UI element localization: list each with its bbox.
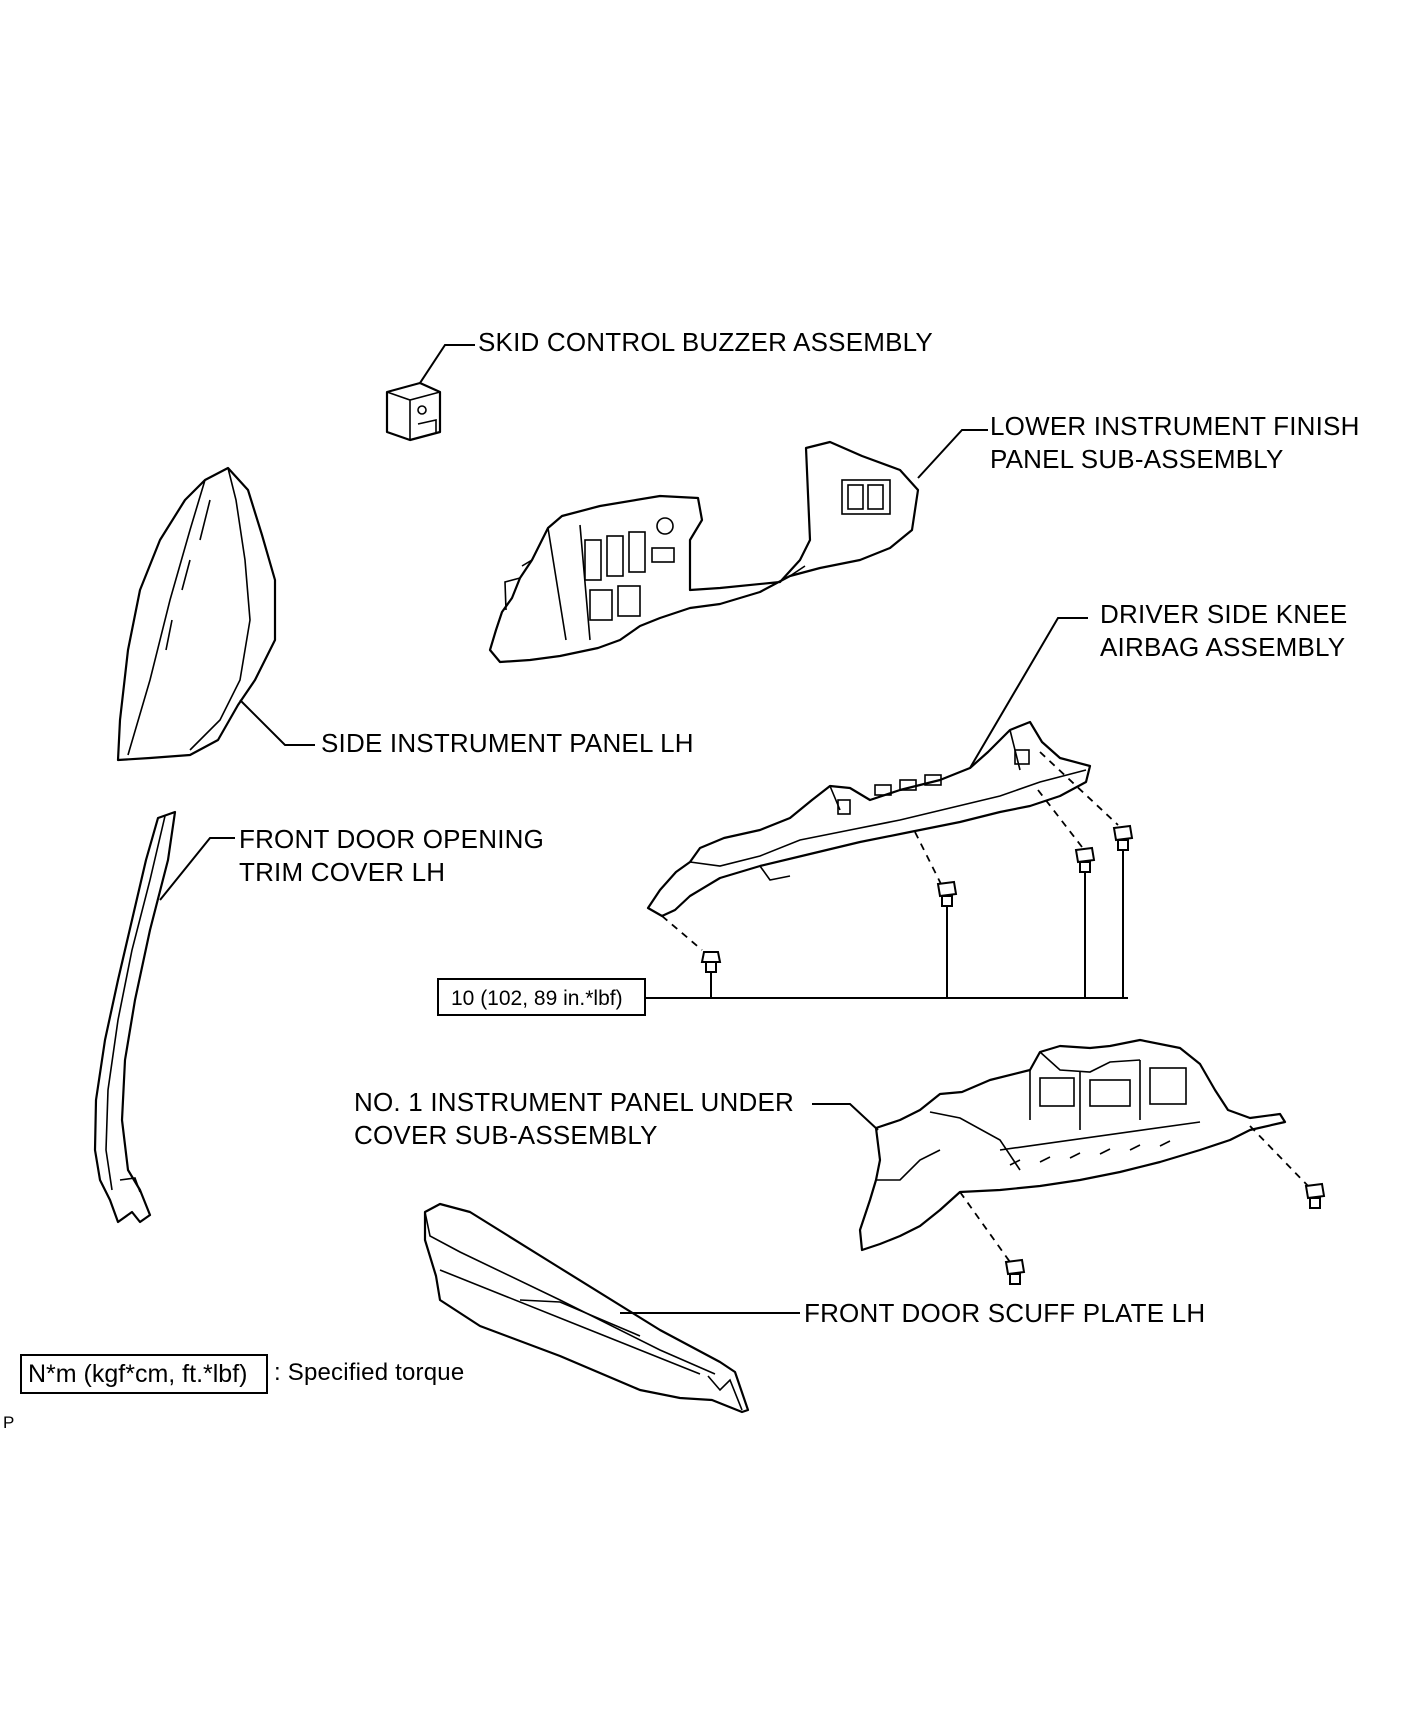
bolt-1 <box>700 951 722 973</box>
label-scuff-plate: FRONT DOOR SCUFF PLATE LH <box>804 1298 1206 1328</box>
torque-value-box: 10 (102, 89 in.*lbf) <box>437 978 646 1016</box>
label-lower-finish-line2: PANEL SUB-ASSEMBLY <box>990 444 1284 474</box>
bolt-6 <box>1004 1258 1026 1285</box>
bolt-2 <box>936 880 958 907</box>
front-door-opening-trim-cover-part <box>93 810 235 1224</box>
label-door-trim-line2: TRIM COVER LH <box>239 857 446 887</box>
label-knee-airbag-line2: AIRBAG ASSEMBLY <box>1100 632 1346 662</box>
torque-legend-box: N*m (kgf*cm, ft.*lbf) <box>20 1354 268 1394</box>
knee-airbag-bolts <box>646 751 1134 999</box>
label-under-cover-line1: NO. 1 INSTRUMENT PANEL UNDER <box>354 1087 794 1117</box>
torque-value-text: 10 (102, 89 in.*lbf) <box>451 987 623 1010</box>
bolt-5 <box>1304 1182 1326 1209</box>
torque-legend-text: : Specified torque <box>274 1359 465 1386</box>
side-instrument-panel-part <box>116 466 315 762</box>
label-door-trim-line1: FRONT DOOR OPENING <box>239 824 545 854</box>
footer-code: P <box>3 1413 15 1432</box>
label-knee-airbag-line1: DRIVER SIDE KNEE <box>1100 599 1348 629</box>
label-under-cover-line2: COVER SUB-ASSEMBLY <box>354 1120 658 1150</box>
front-door-scuff-plate-part <box>423 1202 800 1414</box>
under-cover-part <box>812 1038 1326 1285</box>
lower-instrument-finish-panel-part <box>488 429 988 664</box>
label-side-instrument-panel: SIDE INSTRUMENT PANEL LH <box>321 728 694 758</box>
bolt-3 <box>1074 846 1096 873</box>
torque-legend-unit: N*m (kgf*cm, ft.*lbf) <box>28 1360 248 1388</box>
knee-airbag-part <box>646 617 1092 918</box>
label-lower-finish-line1: LOWER INSTRUMENT FINISH <box>990 411 1360 441</box>
label-skid-control-buzzer: SKID CONTROL BUZZER ASSEMBLY <box>478 327 933 357</box>
bolt-4 <box>1112 824 1134 851</box>
skid-control-buzzer-part <box>385 344 475 442</box>
